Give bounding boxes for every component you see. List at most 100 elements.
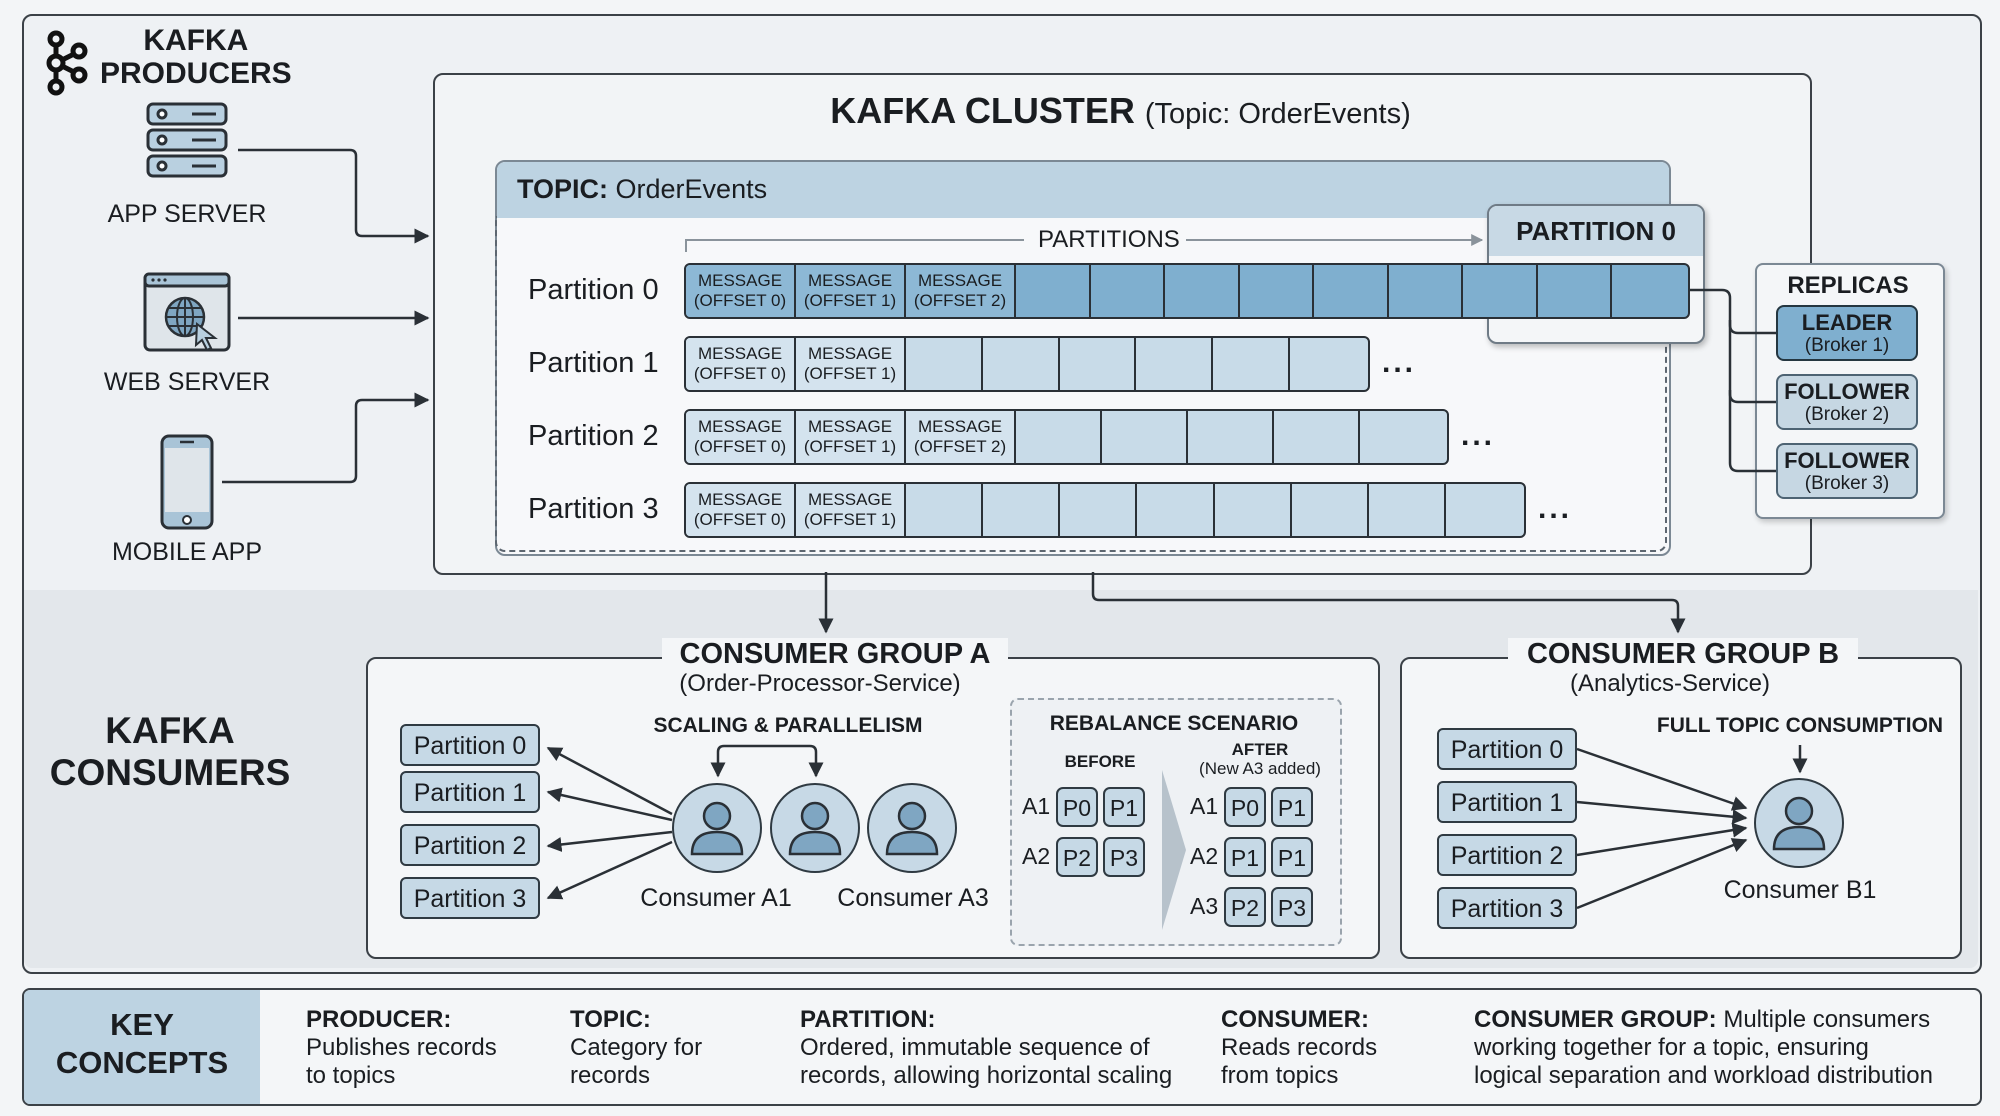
replica-follower-1[interactable]: FOLLOWER (Broker 2): [1776, 374, 1918, 430]
partition-bar-3[interactable]: MESSAGE(OFFSET 0)MESSAGE(OFFSET 1): [684, 482, 1526, 538]
after-consumer-a1: A1: [1190, 793, 1219, 819]
group-b-partition-0[interactable]: Partition 0: [1437, 728, 1577, 770]
group-a-partition-1[interactable]: Partition 1: [400, 771, 540, 813]
group-b-partition-2[interactable]: Partition 2: [1437, 834, 1577, 876]
replica-broker: (Broker 3): [1804, 473, 1890, 494]
rebalance-after-label: AFTER (New A3 added): [1190, 740, 1330, 778]
message-label: MESSAGE: [697, 490, 783, 509]
group-a-partition-2[interactable]: Partition 2: [400, 824, 540, 866]
before-consumer-a1: A1: [1022, 793, 1051, 819]
empty-slot: [1314, 265, 1389, 317]
empty-slot: [1136, 338, 1214, 390]
message-cell[interactable]: MESSAGE(OFFSET 0): [686, 484, 796, 536]
message-label: MESSAGE: [697, 271, 783, 290]
partition-label-2: Partition 2: [528, 420, 659, 452]
partition-label-3: Partition 3: [528, 493, 659, 525]
message-cell[interactable]: MESSAGE(OFFSET 0): [686, 411, 796, 463]
message-cell[interactable]: MESSAGE(OFFSET 0): [686, 338, 796, 390]
key-concept-consumer: CONSUMER: Reads records from topics: [1221, 1006, 1377, 1090]
cluster-subtitle: (Topic: OrderEvents): [1144, 98, 1411, 130]
topic-label: TOPIC:: [517, 174, 609, 204]
message-cell[interactable]: MESSAGE(OFFSET 0): [686, 265, 796, 317]
message-cell[interactable]: MESSAGE(OFFSET 1): [796, 411, 906, 463]
key-concept-desc: records, allowing horizontal scaling: [800, 1062, 1173, 1089]
replica-leader[interactable]: LEADER (Broker 1): [1776, 305, 1918, 361]
topic-name: OrderEvents: [615, 174, 768, 204]
consumers-title-line2: CONSUMERS: [49, 752, 291, 793]
consumer-a2-avatar[interactable]: [770, 783, 860, 873]
group-b-partition-1[interactable]: Partition 1: [1437, 781, 1577, 823]
consumer-group-a-subtitle: (Order-Processor-Service): [679, 670, 961, 697]
key-concept-partition: PARTITION: Ordered, immutable sequence o…: [800, 1006, 1172, 1090]
server-rack-icon: [146, 102, 228, 178]
before-a2-p3: P3: [1103, 837, 1145, 877]
consumer-a3-avatar[interactable]: [867, 783, 957, 873]
message-cell[interactable]: MESSAGE(OFFSET 1): [796, 338, 906, 390]
consumer-group-b-subtitle: (Analytics-Service): [1569, 670, 1771, 697]
empty-slot: [906, 484, 984, 536]
after-a2-p1b: P1: [1271, 837, 1313, 877]
consumer-a1-avatar[interactable]: [672, 783, 762, 873]
producer-label-web-server: WEB SERVER: [103, 368, 271, 396]
cluster-title: KAFKA CLUSTER(Topic: OrderEvents): [433, 90, 1808, 132]
key-concept-term: PARTITION:: [800, 1006, 936, 1033]
key-concepts-title: KEY CONCEPTS: [24, 1006, 260, 1082]
empty-slot: [1213, 338, 1291, 390]
empty-slot: [1538, 265, 1613, 317]
consumer-group-b-title: CONSUMER GROUP B: [1508, 638, 1858, 671]
empty-slot: [1102, 411, 1188, 463]
rebalance-after-note: (New A3 added): [1199, 759, 1321, 778]
empty-slot: [1369, 484, 1446, 536]
producers-title-line2: PRODUCERS: [100, 57, 292, 90]
replica-broker: (Broker 1): [1804, 335, 1890, 356]
message-cell[interactable]: MESSAGE(OFFSET 1): [796, 265, 906, 317]
empty-slot: [1060, 484, 1138, 536]
producer-label-mobile-app: MOBILE APP: [111, 538, 263, 566]
message-label: MESSAGE: [807, 344, 893, 363]
key-concept-term: CONSUMER GROUP:: [1474, 1006, 1717, 1033]
rebalance-before-label: BEFORE: [1064, 752, 1136, 771]
key-concepts-bar: KEY CONCEPTS: [22, 988, 1982, 1106]
partition-bar-0[interactable]: MESSAGE(OFFSET 0)MESSAGE(OFFSET 1)MESSAG…: [684, 263, 1690, 319]
producers-title-line1: KAFKA: [143, 24, 249, 57]
message-cell[interactable]: MESSAGE(OFFSET 2): [906, 265, 1016, 317]
empty-slot: [1060, 338, 1137, 390]
key-concept-consumer-group: CONSUMER GROUP: Multiple consumers worki…: [1474, 1006, 1933, 1090]
consumers-title: KAFKA CONSUMERS: [30, 710, 310, 794]
message-offset: (OFFSET 1): [803, 510, 897, 529]
replica-role: FOLLOWER: [1784, 379, 1910, 404]
replica-follower-2[interactable]: FOLLOWER (Broker 3): [1776, 443, 1918, 499]
empty-slot: [1360, 411, 1446, 463]
group-a-partition-0[interactable]: Partition 0: [400, 724, 540, 766]
message-label: MESSAGE: [917, 417, 1003, 436]
group-b-partition-3[interactable]: Partition 3: [1437, 887, 1577, 929]
key-concept-desc: Publishes records: [306, 1034, 497, 1061]
partition-label-1: Partition 1: [528, 347, 659, 379]
partition-label-0: Partition 0: [528, 274, 659, 306]
empty-slot: [1137, 484, 1215, 536]
message-label: MESSAGE: [697, 417, 783, 436]
after-a1-p0: P0: [1224, 787, 1266, 827]
message-cell[interactable]: MESSAGE(OFFSET 1): [796, 484, 906, 536]
message-label: MESSAGE: [807, 271, 893, 290]
kafka-logo-icon: [46, 30, 88, 96]
group-a-partition-3[interactable]: Partition 3: [400, 877, 540, 919]
full-consumption-label: FULL TOPIC CONSUMPTION: [1656, 714, 1944, 737]
key-concept-desc: from topics: [1221, 1062, 1339, 1089]
consumer-b1-avatar[interactable]: [1754, 778, 1844, 868]
after-a1-p1: P1: [1271, 787, 1313, 827]
partition-bar-1[interactable]: MESSAGE(OFFSET 0)MESSAGE(OFFSET 1): [684, 336, 1370, 392]
key-concept-term: TOPIC:: [570, 1006, 651, 1033]
message-cell[interactable]: MESSAGE(OFFSET 2): [906, 411, 1016, 463]
empty-slot: [1016, 411, 1102, 463]
producers-title: KAFKA PRODUCERS: [100, 24, 292, 90]
consumer-a3-label: Consumer A3: [837, 884, 989, 912]
empty-slot: [1165, 265, 1240, 317]
before-a2-p2: P2: [1056, 837, 1098, 877]
partition-bar-2[interactable]: MESSAGE(OFFSET 0)MESSAGE(OFFSET 1)MESSAG…: [684, 409, 1449, 465]
key-concepts-title-line1: KEY: [110, 1007, 174, 1042]
key-concepts-header: KEY CONCEPTS: [24, 990, 260, 1104]
partition-2-more: ...: [1461, 419, 1496, 452]
message-offset: (OFFSET 0): [693, 510, 787, 529]
empty-slot: [1446, 484, 1523, 536]
